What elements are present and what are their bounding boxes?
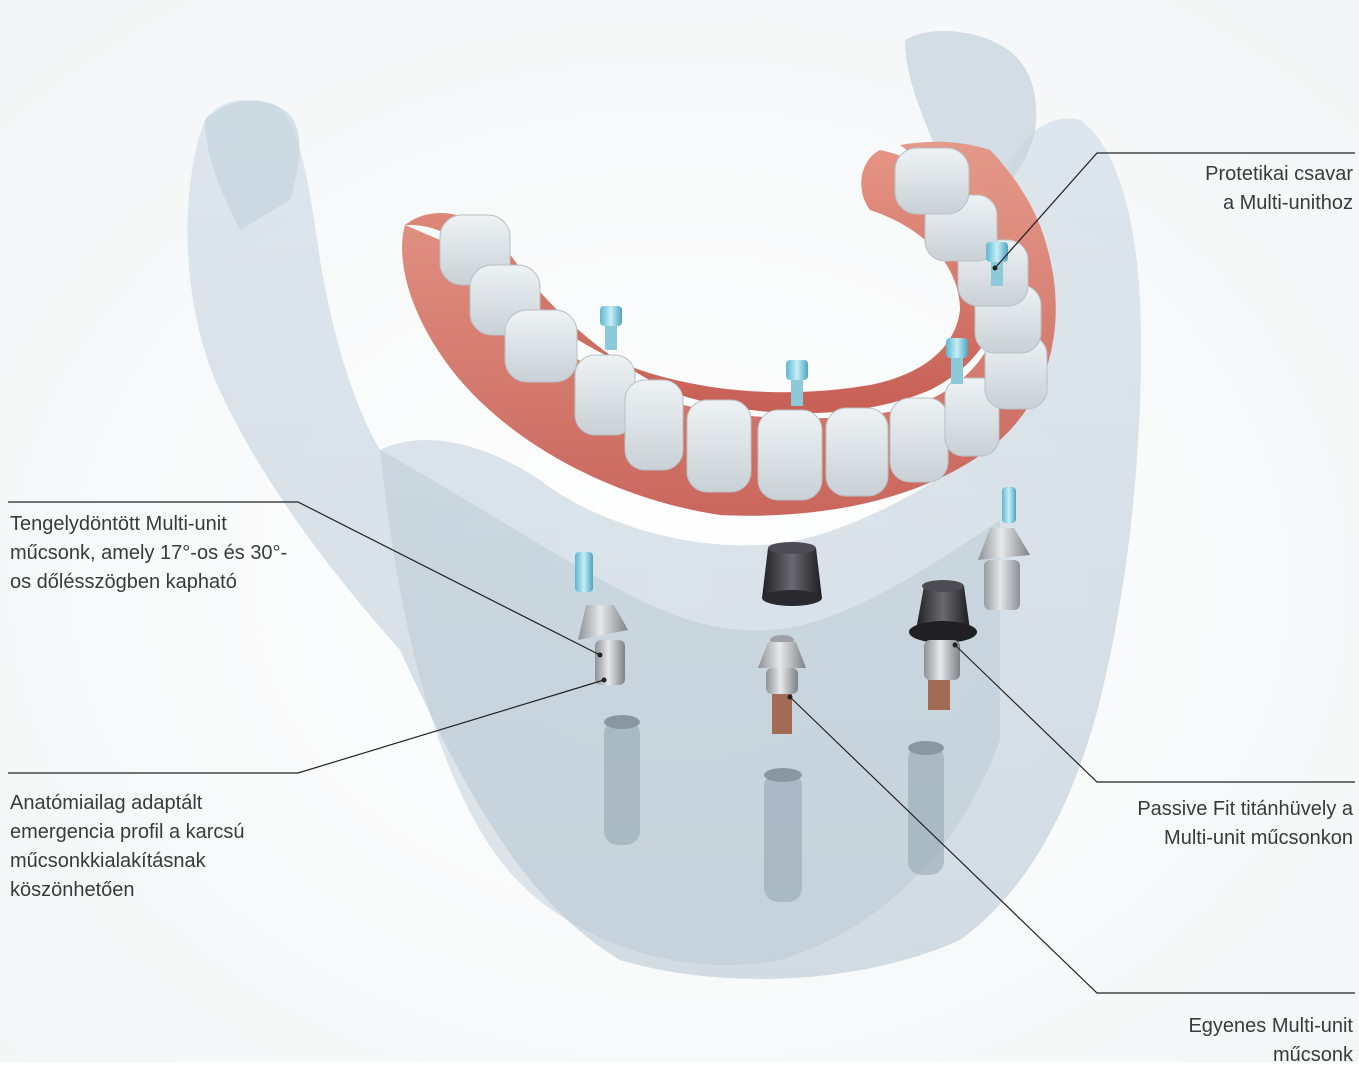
screw-icon — [1002, 487, 1016, 523]
label-prosthetic-screw: Protetikai csavar a Multi-unithoz — [1205, 160, 1353, 218]
label-passive-fit-sleeve: Passive Fit titánhüvely a Multi-unit műc… — [1137, 795, 1353, 853]
label-tilted-multi-unit: Tengelydöntött Multi-unit műcsonk, amely… — [10, 510, 300, 597]
label-straight-multi-unit: Egyenes Multi-unit műcsonk — [1188, 1012, 1353, 1070]
screw-icon — [575, 552, 593, 592]
label-anatomical-profile: Anatómiailag adaptált emergencia profil … — [10, 789, 310, 905]
